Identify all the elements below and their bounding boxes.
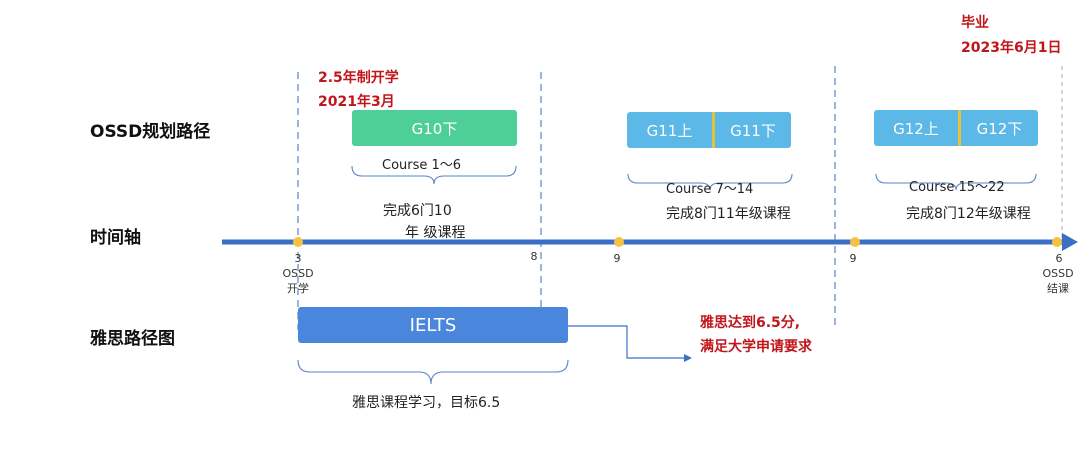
course-desc-3: 完成8门12年级课程: [906, 206, 1031, 222]
grade-block-g10: G10下: [352, 110, 517, 146]
tick-label-9a: 9: [613, 252, 621, 265]
course-desc-1-line2: 年 级课程: [405, 225, 466, 241]
row-label-timeline: 时间轴: [90, 228, 141, 248]
graduation-note-line2: 2023年6月1日: [961, 40, 1062, 56]
timeline-arrowhead: [1062, 233, 1078, 251]
timeline-dot-6: [1052, 237, 1062, 247]
grade-divider-g11: [712, 112, 715, 148]
ielts-goal-arrowhead: [684, 354, 692, 362]
tick-label-9b: 9: [849, 252, 857, 265]
tick-sub-end: 结课: [1047, 282, 1069, 295]
tick-sub-start: 开学: [287, 282, 309, 295]
row-label-ossd: OSSD规划路径: [90, 122, 211, 142]
course-range-15-22: Course 15～22: [909, 180, 1005, 195]
timeline-dot-3: [293, 237, 303, 247]
course-desc-2: 完成8门11年级课程: [666, 206, 791, 222]
course-range-1-6: Course 1～6: [382, 158, 462, 173]
start-note-line1: 2.5年制开学: [318, 70, 399, 86]
ielts-goal-line2: 满足大学申请要求: [700, 339, 812, 355]
grade-block-g12-first: G12上: [874, 110, 958, 146]
grade-divider-g12: [958, 110, 961, 146]
tick-label-3: 3: [294, 252, 302, 265]
grade-block-g11-second: G11下: [715, 112, 791, 148]
start-note-line2: 2021年3月: [318, 94, 395, 110]
ielts-bar: IELTS: [298, 307, 568, 343]
brace-ielts: [297, 359, 569, 385]
course-desc-1-line1: 完成6门10: [383, 203, 452, 219]
tick-sub-ossd-start: OSSD: [282, 267, 314, 280]
ielts-brace-label: 雅思课程学习，目标6.5: [352, 395, 501, 411]
ielts-goal-line1: 雅思达到6.5分,: [700, 315, 801, 331]
ielts-goal-arrow: [568, 325, 686, 359]
timeline-dot-9b: [850, 237, 860, 247]
brace-course-1-6: [351, 165, 517, 185]
graduation-note-line1: 毕业: [961, 15, 989, 31]
timeline-dot-9a: [614, 237, 624, 247]
grade-block-g11-first: G11上: [627, 112, 712, 148]
row-label-ielts: 雅思路径图: [90, 329, 175, 349]
grade-block-g12-second: G12下: [961, 110, 1038, 146]
tick-sub-ossd-end: OSSD: [1042, 267, 1074, 280]
brace-course-15-22: [875, 173, 1037, 191]
tick-label-8: 8: [530, 250, 538, 263]
course-range-7-14: Course 7～14: [666, 182, 754, 197]
tick-label-6: 6: [1055, 252, 1063, 265]
brace-course-7-14: [627, 173, 793, 191]
